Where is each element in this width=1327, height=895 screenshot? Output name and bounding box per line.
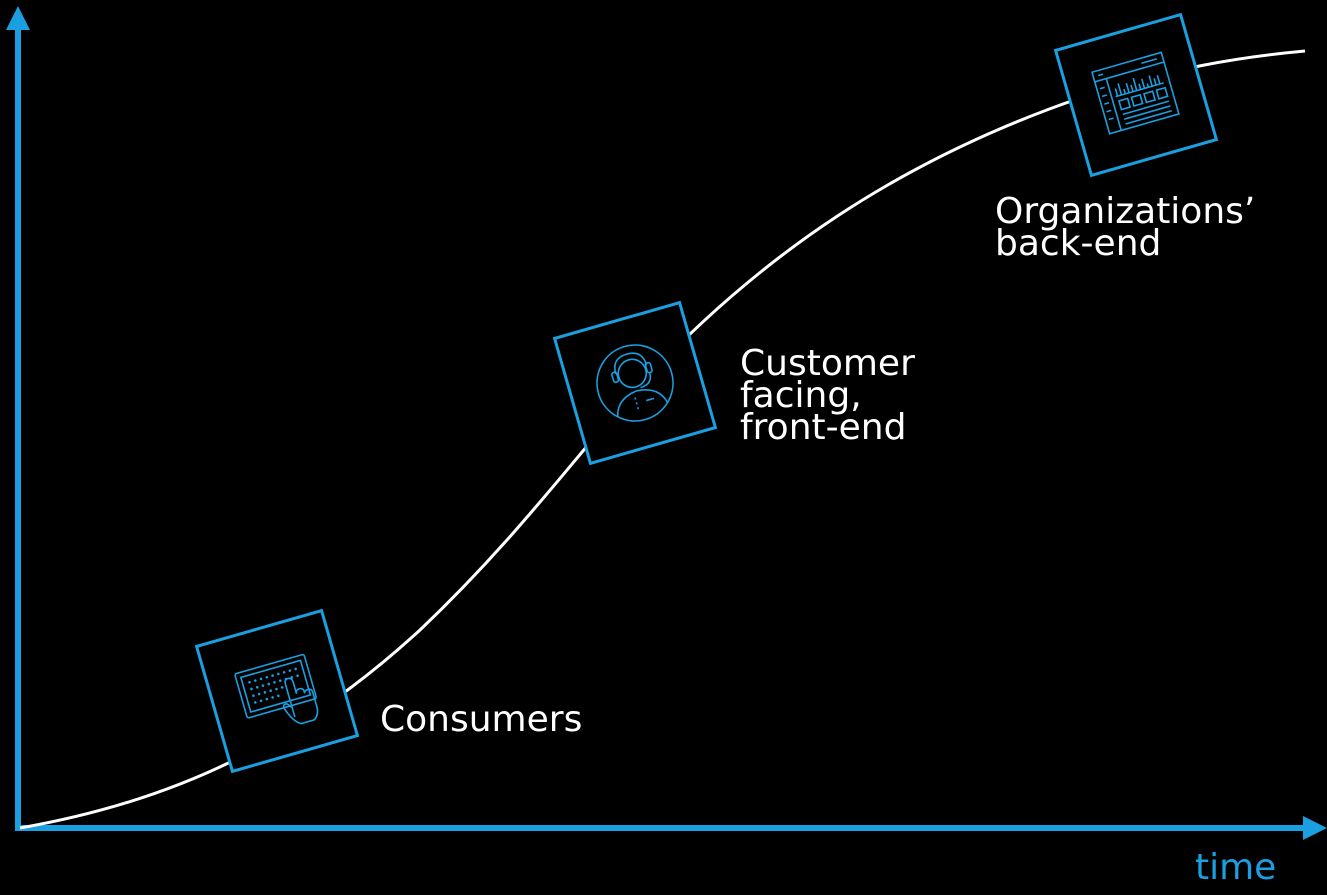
y-axis-arrowhead [6, 6, 30, 30]
touch-keypad-icon [234, 653, 319, 725]
customer-facing-icon-box [552, 300, 718, 466]
stage-label-consumers: Consumers [380, 699, 583, 740]
x-axis-arrowhead [1303, 816, 1327, 840]
dashboard-window-icon [1091, 51, 1180, 135]
x-axis-label: time [1195, 847, 1277, 888]
stage-label-back-end: Organizations’ back-end [995, 191, 1256, 264]
back-end-icon-box [1053, 12, 1219, 178]
consumers-icon-box [194, 608, 360, 774]
stage-label-customer-facing: Customer facing, front-end [740, 343, 915, 448]
